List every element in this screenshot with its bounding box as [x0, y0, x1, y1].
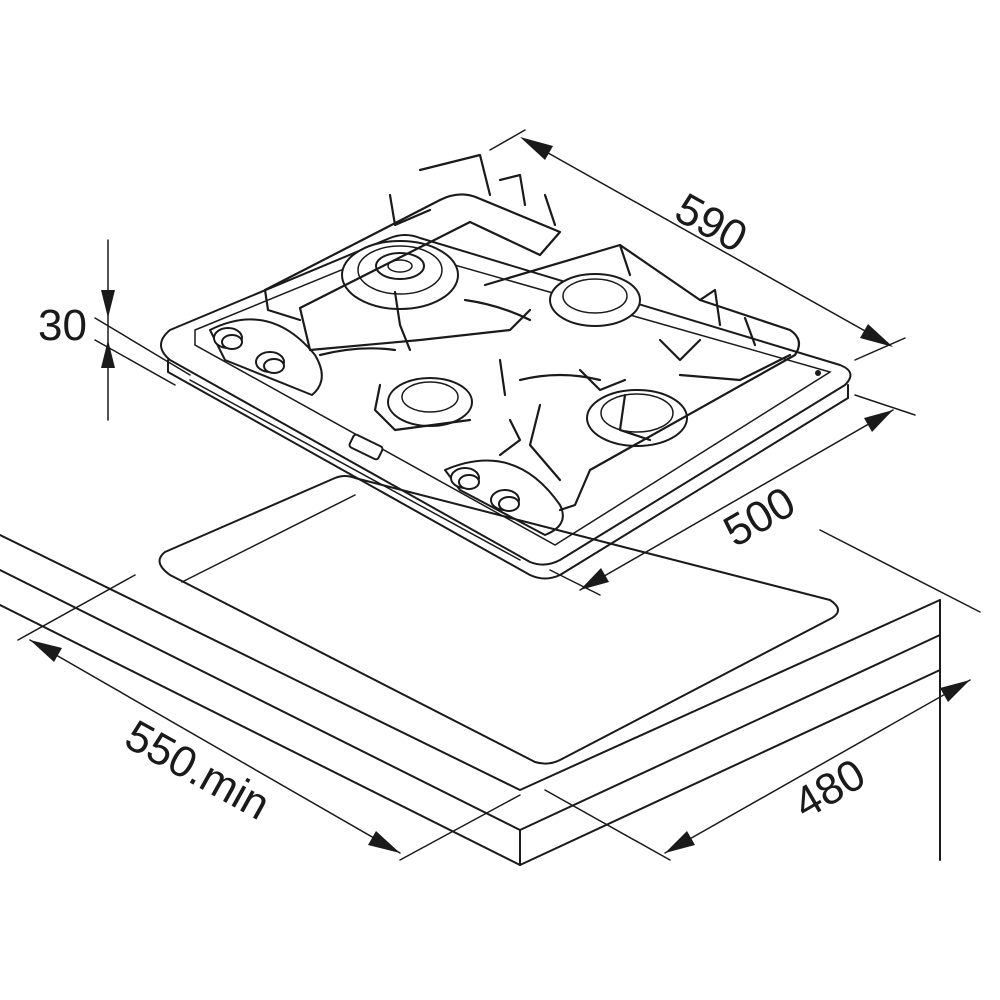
dimension-label-500: 500	[716, 478, 804, 557]
control-indicator	[348, 433, 384, 461]
burner-front-right	[586, 389, 688, 447]
dimension-label-550min: 550.min	[117, 711, 278, 830]
dimension-depth-top	[549, 394, 916, 596]
cutout	[158, 475, 839, 765]
burner-back-left	[341, 240, 459, 310]
dimension-width-top	[489, 129, 906, 361]
dimension-cutout-depth	[544, 529, 981, 861]
burner-back-right	[549, 273, 641, 327]
pan-supports	[263, 153, 801, 512]
dimension-height	[94, 239, 191, 421]
dimension-label-30: 30	[38, 301, 87, 350]
dimension-label-480: 480	[786, 750, 874, 829]
countertop	[0, 534, 941, 866]
burner-front-left	[387, 377, 473, 427]
knob-icon	[490, 489, 520, 512]
burners	[341, 240, 688, 447]
knob-icon	[450, 467, 480, 490]
knob-icon	[213, 327, 243, 350]
dimension-label-590: 590	[667, 184, 755, 262]
knobs	[213, 327, 520, 512]
dimension-cutout-width	[17, 574, 521, 861]
knob-icon	[255, 351, 285, 374]
indicator-dot	[815, 370, 821, 376]
